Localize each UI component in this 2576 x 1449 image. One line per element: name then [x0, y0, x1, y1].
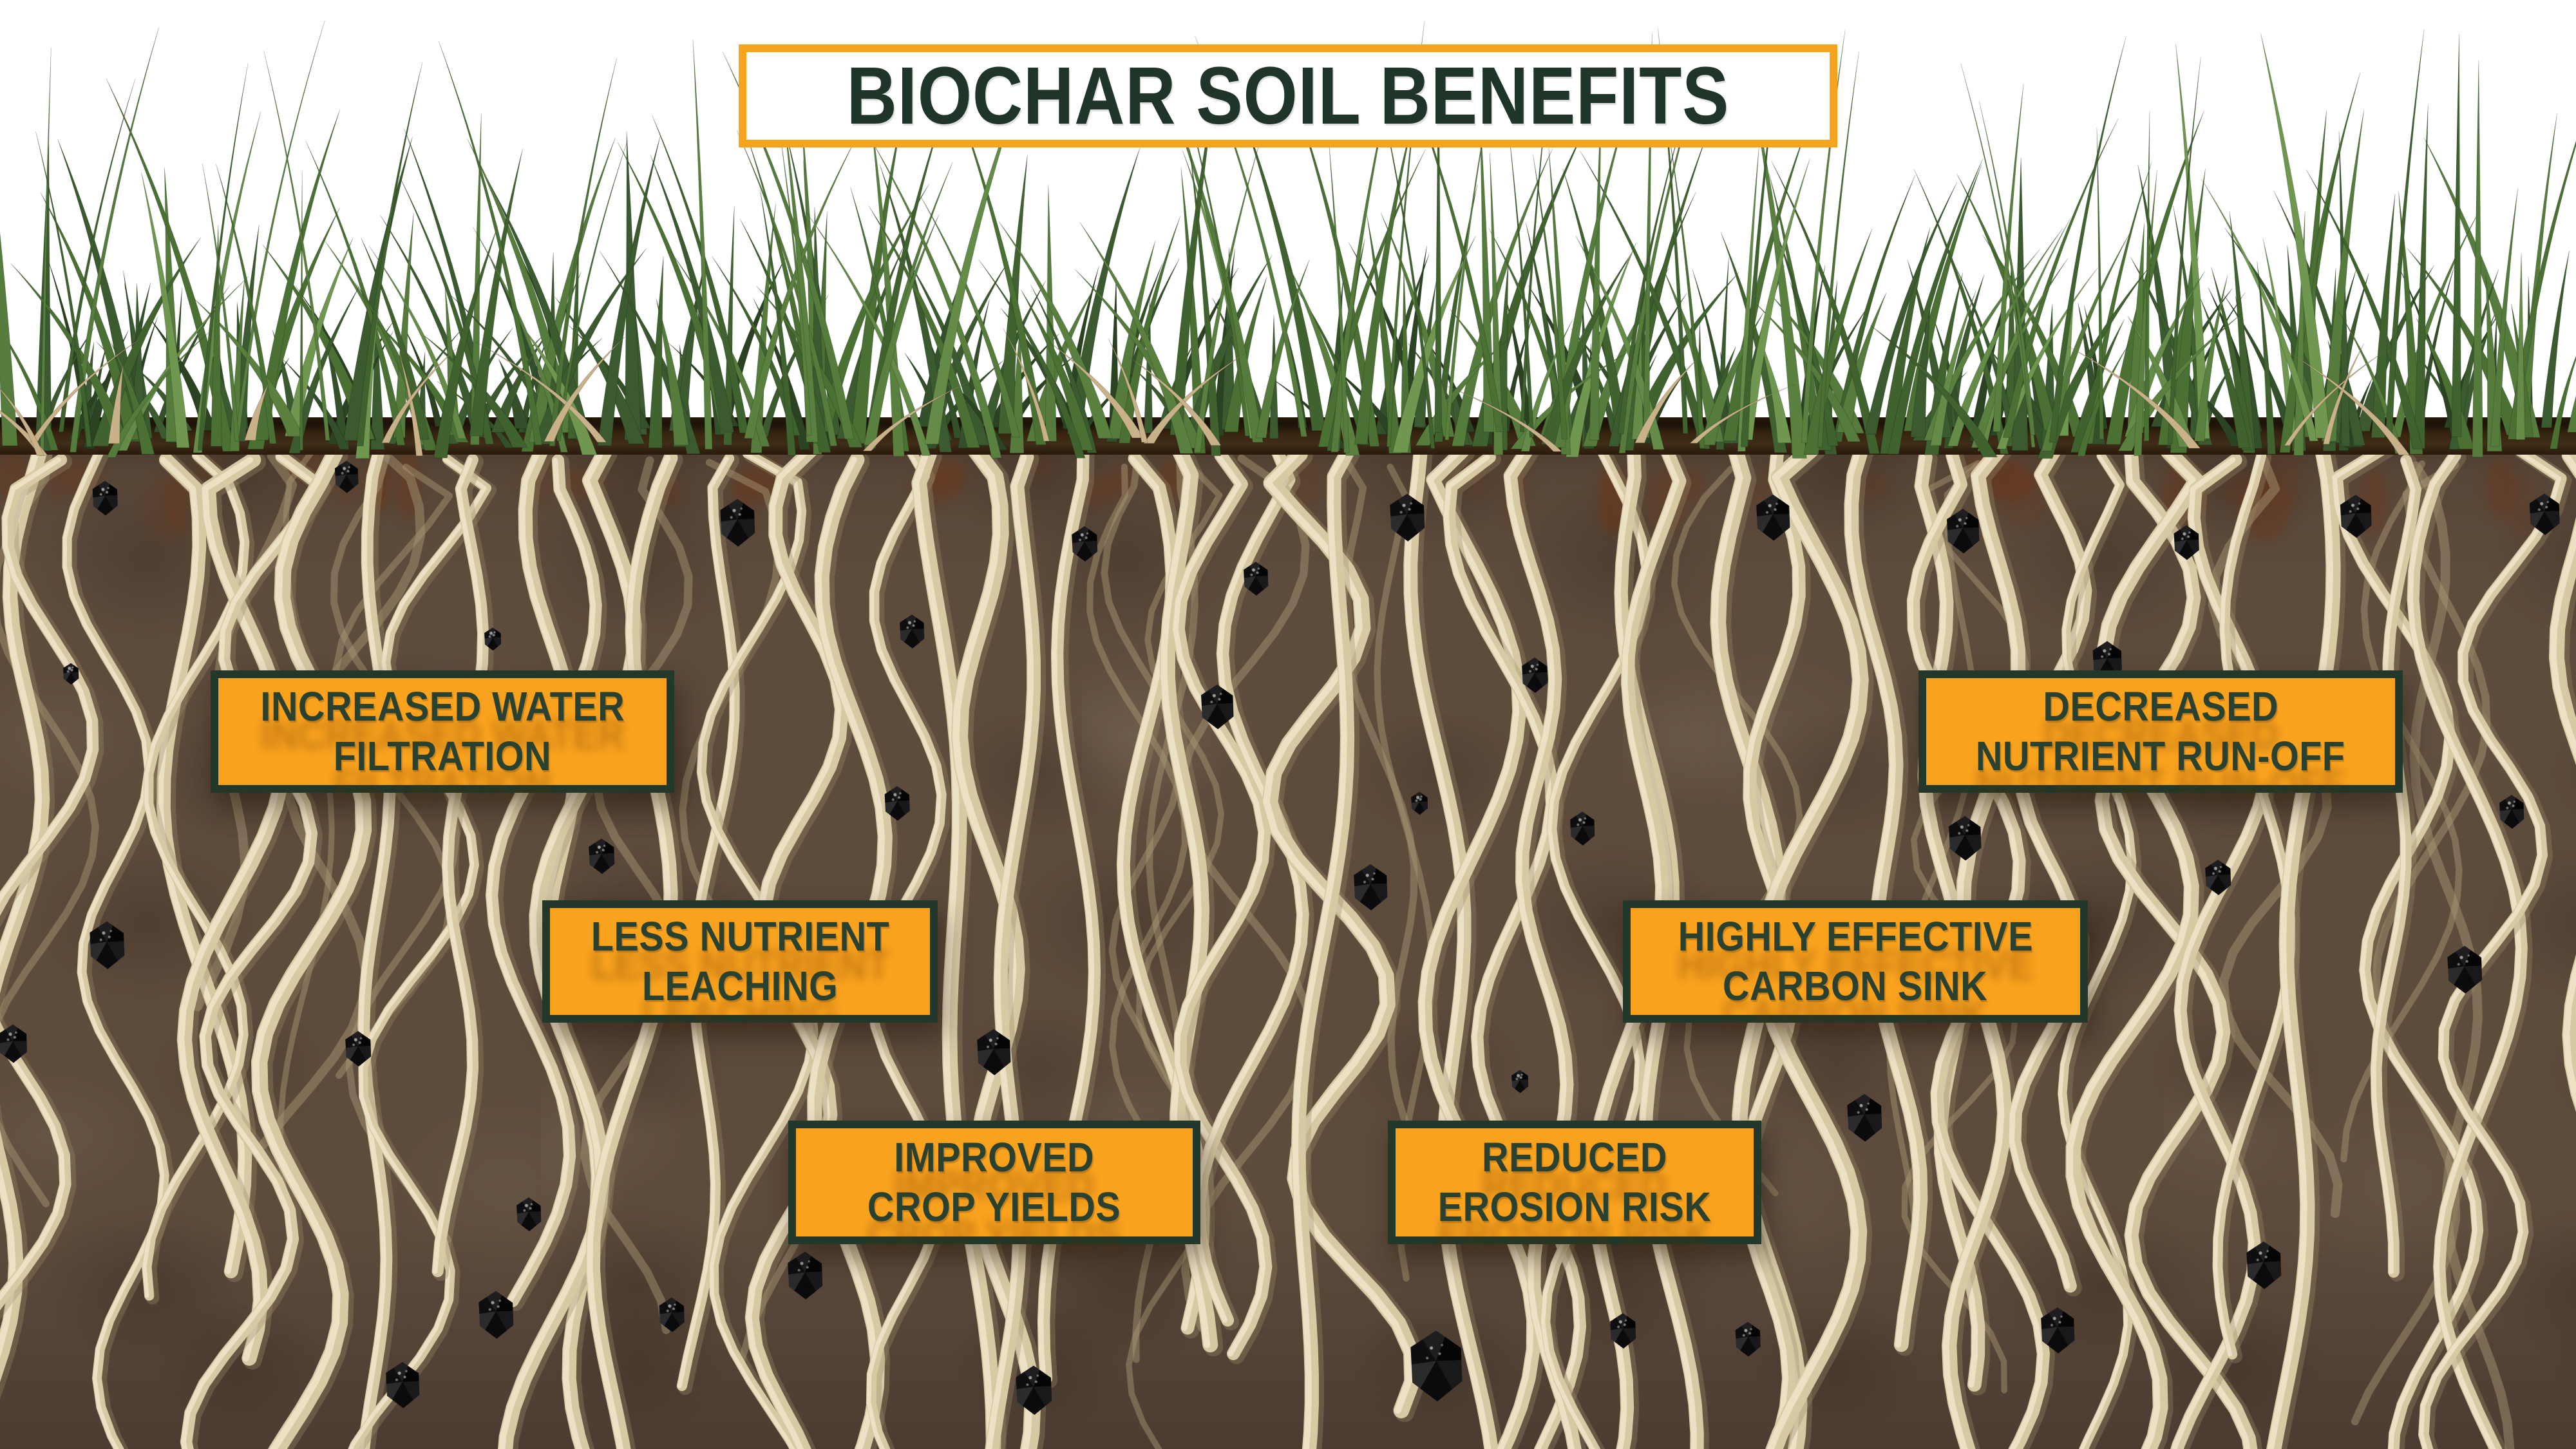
biochar-chunk: [589, 838, 615, 875]
biochar-chunk: [2041, 1307, 2075, 1354]
biochar-chunk: [386, 1361, 420, 1408]
biochar-chunk: [977, 1028, 1011, 1075]
biochar-chunk: [516, 1197, 542, 1231]
soil-stain: [2485, 459, 2517, 516]
soil-stain: [1105, 466, 1134, 497]
biochar-chunk: [2340, 495, 2372, 538]
biochar-chunk: [90, 921, 125, 969]
benefit-label-less-nutrient-leaching: LESS NUTRIENT LEACHING: [542, 900, 938, 1023]
title-text: BIOCHAR SOIL BENEFITS: [846, 50, 1730, 141]
biochar-chunk: [1610, 1313, 1636, 1349]
label-line: CARBON SINK: [1723, 963, 1988, 1009]
benefit-label-decreased-nutrient-runoff: DECREASED NUTRIENT RUN-OFF: [1918, 670, 2403, 793]
grass-illustration: [0, 20, 2576, 459]
benefit-label-improved-crop-yields: IMPROVED CROP YIELDS: [788, 1121, 1200, 1244]
benefit-label-increased-water-filtration: INCREASED WATER FILTRATION: [211, 670, 674, 793]
biochar-chunk: [2205, 860, 2231, 896]
biochar-chunk: [1847, 1094, 1882, 1142]
label-line: FILTRATION: [333, 733, 552, 779]
biochar-chunk: [900, 614, 925, 649]
label-line: NUTRIENT RUN-OFF: [1976, 733, 2345, 779]
biochar-chunk: [1511, 1070, 1529, 1094]
biochar-chunk: [1016, 1365, 1052, 1416]
benefit-label-reduced-erosion-risk: REDUCED EROSION RISK: [1388, 1121, 1761, 1244]
biochar-chunk: [2174, 525, 2199, 560]
biochar-chunk: [1072, 526, 1098, 562]
label-line: EROSION RISK: [1437, 1184, 1712, 1230]
biochar-chunk: [1244, 562, 1269, 596]
label-line: LEACHING: [641, 963, 838, 1009]
biochar-chunk: [1390, 493, 1425, 542]
biochar-chunk: [92, 480, 118, 516]
biochar-chunk: [345, 1031, 372, 1067]
biochar-chunk: [2499, 795, 2524, 829]
label-line: IMPROVED: [894, 1134, 1095, 1180]
biochar-chunk: [62, 663, 79, 685]
biochar-chunk: [1949, 816, 1982, 861]
biochar-chunk: [0, 1024, 27, 1063]
biochar-chunk: [484, 627, 502, 651]
biochar-chunk: [478, 1291, 514, 1339]
label-line: CROP YIELDS: [867, 1184, 1121, 1230]
biochar-chunk: [1411, 791, 1428, 815]
label-line: INCREASED WATER: [260, 683, 625, 730]
biochar-chunk: [2246, 1241, 2282, 1289]
biochar-chunk: [2447, 945, 2483, 994]
biochar-chunk: [2529, 493, 2560, 535]
label-line: DECREASED: [2043, 683, 2278, 730]
benefit-label-highly-effective-carbon-sink: HIGHLY EFFECTIVE CARBON SINK: [1623, 900, 2088, 1023]
label-line: HIGHLY EFFECTIVE: [1678, 913, 2033, 960]
label-line: LESS NUTRIENT: [591, 913, 889, 960]
label-line: REDUCED: [1482, 1134, 1667, 1180]
soil-stain: [395, 452, 421, 519]
biochar-chunk: [1735, 1321, 1761, 1357]
biochar-chunk: [884, 786, 910, 821]
biochar-chunk: [1410, 1331, 1463, 1402]
biochar-chunk: [788, 1251, 823, 1300]
biochar-chunk: [1522, 658, 1548, 694]
soil-stain: [1989, 463, 2036, 502]
soil-stain: [146, 474, 181, 540]
biochar-chunk: [1354, 864, 1388, 911]
title-banner: BIOCHAR SOIL BENEFITS: [739, 44, 1837, 147]
biochar-chunk: [1947, 509, 1980, 554]
soil-stain: [926, 464, 965, 496]
biochar-chunk: [720, 498, 755, 547]
biochar-chunk: [1201, 685, 1234, 730]
biochar-chunk: [1756, 494, 1790, 541]
biochar-chunk: [659, 1297, 685, 1332]
biochar-chunk: [1570, 811, 1595, 846]
